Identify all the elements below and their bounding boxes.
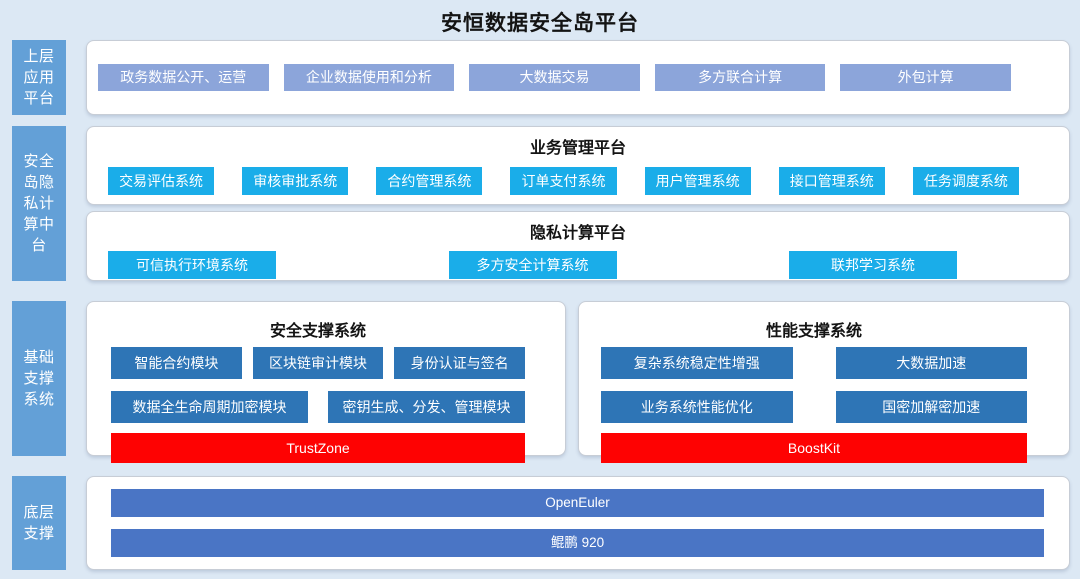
- app-button-multiparty-compute: 多方联合计算: [654, 64, 826, 91]
- system-button-user-mgmt: 用户管理系统: [644, 167, 751, 195]
- middle-panels: 业务管理平台 交易评估系统 审核审批系统 合约管理系统 订单支付系统 用户管理系…: [86, 126, 1070, 281]
- app-button-gov-data: 政务数据公开、运营: [98, 64, 269, 91]
- module-button-stability-enhancement: 复杂系统稳定性增强: [601, 347, 793, 379]
- layer-apps: 上层应用平台 政务数据公开、运营 企业数据使用和分析 大数据交易 多方联合计算 …: [12, 40, 1070, 115]
- panel-business-platform: 业务管理平台 交易评估系统 审核审批系统 合约管理系统 订单支付系统 用户管理系…: [86, 126, 1070, 205]
- base-bar-openeuler: OpenEuler: [111, 489, 1044, 517]
- panel-performance-support: 性能支撑系统 复杂系统稳定性增强 大数据加速 业务系统性能优化 国密加解密加速 …: [578, 301, 1070, 463]
- app-button-enterprise-data: 企业数据使用和分析: [283, 64, 455, 91]
- performance-modules-row2: 业务系统性能优化 国密加解密加速: [601, 391, 1027, 423]
- system-button-contract-mgmt: 合约管理系统: [376, 167, 483, 195]
- privacy-systems-row: 可信执行环境系统 多方安全计算系统 联邦学习系统: [87, 251, 1069, 279]
- business-platform-title: 业务管理平台: [529, 140, 626, 157]
- layer-label-apps: 上层应用平台: [12, 40, 66, 115]
- module-button-performance-optimization: 业务系统性能优化: [601, 391, 793, 423]
- performance-modules-row1: 复杂系统稳定性增强 大数据加速: [601, 347, 1027, 379]
- privacy-platform-title: 隐私计算平台: [529, 225, 626, 242]
- page-title: 安恒数据安全岛平台: [441, 12, 639, 35]
- module-button-identity-signature: 身份认证与签名: [394, 347, 526, 379]
- system-button-tee: 可信执行环境系统: [108, 251, 276, 279]
- layer-foundation: 基础支撑系统 安全支撑系统 智能合约模块 区块链审计模块 身份认证与签名 数据全…: [12, 301, 1070, 463]
- layer-bottom: 底层支撑 OpenEuler 鲲鹏 920: [12, 476, 1070, 570]
- layer-label-foundation: 基础支撑系统: [12, 301, 66, 456]
- business-systems-row: 交易评估系统 审核审批系统 合约管理系统 订单支付系统 用户管理系统 接口管理系…: [87, 167, 1069, 195]
- panel-security-support: 安全支撑系统 智能合约模块 区块链审计模块 身份认证与签名 数据全生命周期加密模…: [86, 301, 566, 463]
- app-button-outsourced-compute: 外包计算: [840, 64, 1011, 91]
- security-support-title: 安全支撑系统: [269, 323, 366, 340]
- security-modules-row2: 数据全生命周期加密模块 密钥生成、分发、管理模块: [111, 391, 525, 423]
- foundation-panels: 安全支撑系统 智能合约模块 区块链审计模块 身份认证与签名 数据全生命周期加密模…: [86, 301, 1070, 463]
- module-button-bigdata-acceleration: 大数据加速: [835, 347, 1027, 379]
- system-button-interface-mgmt: 接口管理系统: [778, 167, 885, 195]
- system-button-task-scheduling: 任务调度系统: [912, 167, 1019, 195]
- security-modules-row1: 智能合约模块 区块链审计模块 身份认证与签名: [111, 347, 526, 379]
- layer-middle: 安全岛隐私计算中台 业务管理平台 交易评估系统 审核审批系统 合约管理系统 订单…: [12, 126, 1070, 281]
- module-button-blockchain-audit: 区块链审计模块: [252, 347, 384, 379]
- module-button-key-management: 密钥生成、分发、管理模块: [328, 391, 525, 423]
- panel-apps: 政务数据公开、运营 企业数据使用和分析 大数据交易 多方联合计算 外包计算: [86, 40, 1070, 115]
- module-button-smart-contract: 智能合约模块: [111, 347, 242, 379]
- module-button-lifecycle-encryption: 数据全生命周期加密模块: [111, 391, 308, 423]
- panel-privacy-platform: 隐私计算平台 可信执行环境系统 多方安全计算系统 联邦学习系统: [86, 211, 1070, 281]
- base-bar-kunpeng-920: 鲲鹏 920: [111, 529, 1044, 557]
- layer-label-bottom: 底层支撑: [12, 476, 66, 570]
- panel-bottom-support: OpenEuler 鲲鹏 920: [86, 476, 1070, 570]
- highlight-bar-trustzone: TrustZone: [111, 433, 525, 463]
- app-button-bigdata-trade: 大数据交易: [469, 64, 640, 91]
- system-button-order-payment: 订单支付系统: [510, 167, 617, 195]
- layer-label-middle: 安全岛隐私计算中台: [12, 126, 66, 281]
- system-button-federated-learning: 联邦学习系统: [789, 251, 957, 279]
- system-button-mpc: 多方安全计算系统: [448, 251, 617, 279]
- system-button-review-approval: 审核审批系统: [242, 167, 349, 195]
- highlight-bar-boostkit: BoostKit: [601, 433, 1027, 463]
- system-button-trade-eval: 交易评估系统: [108, 167, 215, 195]
- module-button-sm-crypto-acceleration: 国密加解密加速: [835, 391, 1027, 423]
- performance-support-title: 性能支撑系统: [765, 323, 862, 340]
